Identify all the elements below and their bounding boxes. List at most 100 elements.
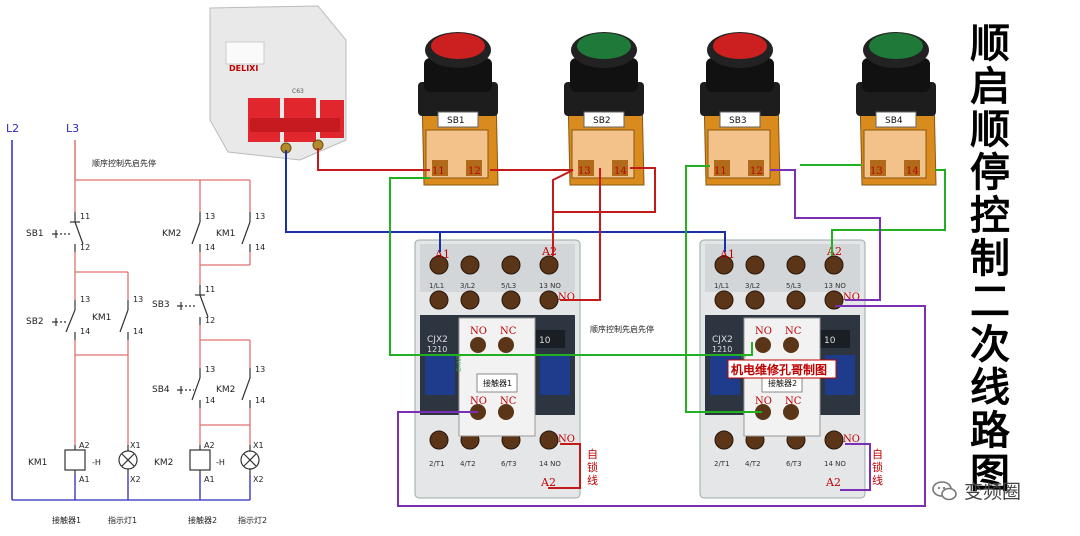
small-label: 10 xyxy=(824,336,836,346)
caption-contactor1: 接触器1 xyxy=(52,515,81,525)
svg-text:14: 14 xyxy=(133,327,143,336)
bus-l2-label: L2 xyxy=(6,122,19,135)
svg-text:14: 14 xyxy=(80,327,90,336)
button-cap[interactable] xyxy=(869,33,923,59)
svg-text:13: 13 xyxy=(80,295,90,304)
button-term-right: 12 xyxy=(468,166,481,177)
bottom-terminal-label: 4/T2 xyxy=(460,460,476,468)
km2-coil-label: KM2 xyxy=(154,458,173,468)
caption-lamp2: 指示灯2 xyxy=(238,515,267,525)
bottom-terminal-label: 4/T2 xyxy=(745,460,761,468)
svg-text:14: 14 xyxy=(205,243,215,252)
svg-text:KM2: KM2 xyxy=(162,229,181,239)
button-cap[interactable] xyxy=(431,33,485,59)
top-terminal-label: 13 NO xyxy=(824,282,846,290)
svg-text:13: 13 xyxy=(255,212,265,221)
nc-bottom-label: NC xyxy=(500,396,517,407)
top-terminal-label: 5/L3 xyxy=(786,282,801,290)
a1-label: A1 xyxy=(434,248,450,261)
self-lock-char: 锁 xyxy=(587,460,598,474)
top-terminal-label: 1/L1 xyxy=(429,282,444,290)
svg-text:13: 13 xyxy=(205,365,215,374)
page-title: 顺启顺停控制二次线路图 xyxy=(970,20,1010,497)
nc-bottom-label: NC xyxy=(785,396,802,407)
svg-text:KM2: KM2 xyxy=(216,385,235,395)
top-terminal-label: 3/L2 xyxy=(745,282,760,290)
wire-green-2 xyxy=(685,165,762,413)
km2-coil xyxy=(189,449,211,471)
button-name: SB1 xyxy=(447,116,465,126)
svg-text:X2: X2 xyxy=(130,475,141,484)
bottom-terminal-label: 2/T1 xyxy=(714,460,730,468)
svg-text:A2: A2 xyxy=(204,441,215,450)
banner: 机电维修孔哥制图 xyxy=(731,362,827,377)
model-num: 1210 xyxy=(427,345,447,354)
self-lock-char: 锁 xyxy=(872,460,883,474)
button-name: SB2 xyxy=(593,116,611,126)
small-label: 10 xyxy=(539,336,551,346)
top-terminal-label: 3/L2 xyxy=(460,282,475,290)
watermark: 变频圈 xyxy=(932,477,1021,504)
svg-text:14: 14 xyxy=(255,243,265,252)
watermark-text: 变频圈 xyxy=(964,481,1022,503)
a2-bottom-label: A2 xyxy=(825,476,841,489)
wire-purple-1 xyxy=(770,169,881,301)
top-terminal-label: 1/L1 xyxy=(714,282,729,290)
svg-text:14: 14 xyxy=(255,396,265,405)
button-cap[interactable] xyxy=(713,33,767,59)
button-cap[interactable] xyxy=(577,33,631,59)
push-button-3: SB3 11 12 xyxy=(700,32,781,186)
sb1-label: SB1 xyxy=(26,229,44,239)
circuit-breaker: DELIXI C63 xyxy=(209,5,347,161)
no-bottom-label: NO xyxy=(755,396,772,407)
bus-l3-label: L3 xyxy=(66,122,79,135)
self-lock-char: 线 xyxy=(872,473,883,487)
top-terminal-label: 5/L3 xyxy=(501,282,516,290)
bottom-terminal-label: 6/T3 xyxy=(501,460,517,468)
button-name: SB3 xyxy=(729,116,747,126)
no-aux-bottom-label: NO xyxy=(843,434,860,445)
km1-coil xyxy=(64,449,86,471)
svg-text:X1: X1 xyxy=(130,441,141,450)
sb4-label: SB4 xyxy=(152,385,170,395)
sb2-label: SB2 xyxy=(26,317,44,327)
svg-text:13: 13 xyxy=(205,212,215,221)
caption-lamp1: 指示灯1 xyxy=(108,515,137,525)
a2-top-label: A2 xyxy=(541,245,557,258)
aux-label: 接触器2 xyxy=(768,378,797,388)
a2-top-label: A2 xyxy=(826,245,842,258)
no-top-label: NO xyxy=(470,326,487,337)
svg-text:-H: -H xyxy=(216,458,225,467)
svg-text:A2: A2 xyxy=(79,441,90,450)
nc-top-label: NC xyxy=(500,326,517,337)
button-name: SB4 xyxy=(885,116,903,126)
button-term-left: 11 xyxy=(714,166,727,177)
bottom-terminal-label: 6/T3 xyxy=(786,460,802,468)
nc-top-label: NC xyxy=(785,326,802,337)
no-aux-top-label: NO xyxy=(843,292,860,303)
km1-coil-label: KM1 xyxy=(28,458,47,468)
svg-text:X2: X2 xyxy=(253,475,264,484)
caption-contactor2: 接触器2 xyxy=(188,515,217,525)
bottom-terminal-label: 2/T1 xyxy=(429,460,445,468)
svg-text:12: 12 xyxy=(205,316,215,325)
aux-label: 接触器1 xyxy=(483,378,512,388)
svg-text:13: 13 xyxy=(133,295,143,304)
km1-contact-label: KM1 xyxy=(92,313,111,323)
no-bottom-label: NO xyxy=(470,396,487,407)
a2-bottom-label: A2 xyxy=(540,476,556,489)
button-term-right: 14 xyxy=(614,166,627,177)
svg-text:13: 13 xyxy=(255,365,265,374)
svg-text:A1: A1 xyxy=(204,475,215,484)
button-term-left: 11 xyxy=(432,166,445,177)
wire-green-1 xyxy=(389,177,753,356)
schematic-note: 顺序控制先启先停 xyxy=(92,158,156,168)
sb3-label: SB3 xyxy=(152,300,170,310)
svg-text:A1: A1 xyxy=(79,475,90,484)
wire-blue-2 xyxy=(440,231,726,252)
button-term-right: 12 xyxy=(750,166,763,177)
schematic: L2 L3 顺序控制先启先停 xyxy=(6,122,267,525)
top-terminal-label: 13 NO xyxy=(539,282,561,290)
